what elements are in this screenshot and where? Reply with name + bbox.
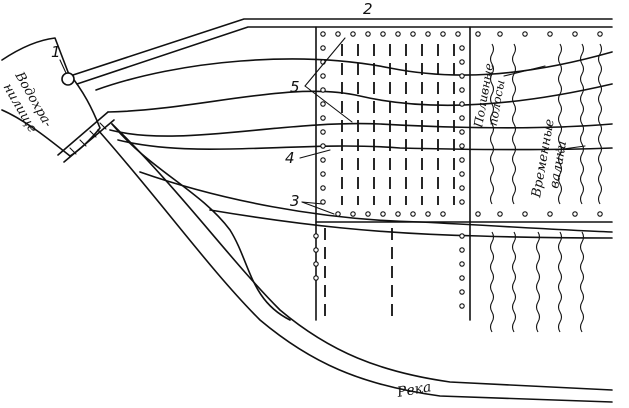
label-4: 4 <box>285 149 295 167</box>
leader-lines <box>59 37 586 215</box>
label-5: 5 <box>290 78 300 96</box>
dam <box>57 111 115 163</box>
river <box>97 123 613 403</box>
holes-right <box>459 45 465 309</box>
temporary-ditches-label: Временные валики <box>529 118 570 200</box>
reservoir-label: Водохра- нилище <box>0 69 55 136</box>
label-1: 1 <box>51 43 61 61</box>
distribution-lines <box>324 44 455 320</box>
field-frame <box>315 26 613 321</box>
main-canal <box>72 18 613 85</box>
holes-left <box>313 45 326 281</box>
label-2: 2 <box>363 0 373 18</box>
label-3: 3 <box>290 192 300 210</box>
river-label: Река <box>395 379 433 401</box>
reservoir-outline <box>1 37 101 157</box>
river-branch <box>111 123 291 321</box>
intake-node <box>61 72 75 86</box>
holes-top <box>320 31 603 37</box>
contour-lines <box>95 51 613 239</box>
holes-middle <box>335 211 603 217</box>
temporary-ridges <box>489 43 603 333</box>
